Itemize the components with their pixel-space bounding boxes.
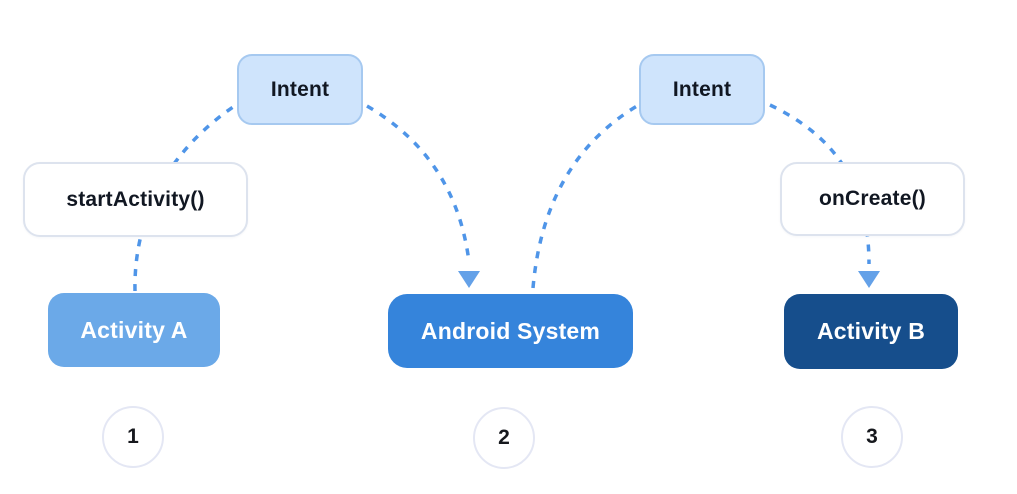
- step-badge-3: 3: [841, 406, 903, 468]
- start-activity-node: startActivity(): [23, 162, 248, 237]
- step-badge-2: 2: [473, 407, 535, 469]
- arrowhead-activity-b: [858, 271, 880, 288]
- intent-node-2: Intent: [639, 54, 765, 125]
- connector-intent-to-android-system: [366, 104, 471, 263]
- activity-a-node: Activity A: [48, 293, 220, 367]
- arrowhead-android-system: [458, 271, 480, 288]
- activity-b-node: Activity B: [784, 294, 958, 369]
- step-badge-1: 1: [102, 406, 164, 468]
- on-create-node: onCreate(): [780, 162, 965, 236]
- android-system-node: Android System: [388, 294, 633, 368]
- intent-node-1: Intent: [237, 54, 363, 125]
- connector-android-system-to-intent: [531, 104, 638, 289]
